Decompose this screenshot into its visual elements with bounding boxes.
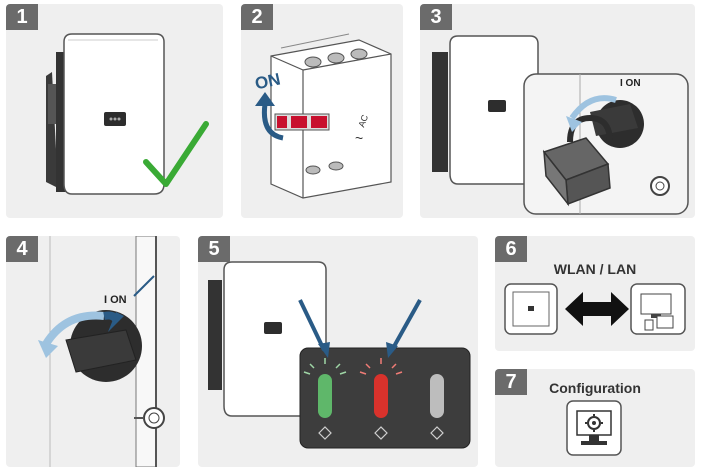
step-6-panel: WLAN / LAN 6 <box>495 236 695 351</box>
step-number: 7 <box>495 369 527 395</box>
step-number: 5 <box>198 236 230 262</box>
led-panel <box>299 347 471 449</box>
indicator-arrows <box>298 299 422 358</box>
step-number: 6 <box>495 236 527 262</box>
switch-detail-illustration <box>49 236 165 467</box>
step-3-panel: I ON 3 <box>420 4 695 218</box>
connection-illustration <box>504 283 686 335</box>
step-4-panel: I ON 4 <box>6 236 180 467</box>
ac-symbol: ~ <box>355 130 364 146</box>
inverter-illustration <box>432 35 539 185</box>
checkmark-icon <box>143 121 209 187</box>
step-6-title: WLAN / LAN <box>553 261 637 277</box>
step-number: 4 <box>6 236 38 262</box>
step-7-title: Configuration <box>549 380 641 396</box>
switch-on-label: I ON <box>104 294 127 306</box>
switch-on-label: I ON <box>620 78 641 89</box>
gear-monitor-icon <box>566 400 622 456</box>
rotate-arrow-icon <box>38 311 124 358</box>
step-2-panel: ON AC ~ 2 <box>241 4 403 218</box>
ac-breaker-illustration <box>255 33 392 199</box>
step-7-panel: Configuration 7 <box>495 369 695 467</box>
step-number: 2 <box>241 4 273 30</box>
padlock-icon <box>542 114 613 207</box>
rotate-arrow-icon <box>566 95 617 132</box>
step-5-panel: 5 <box>198 236 478 467</box>
step-number: 1 <box>6 4 38 30</box>
double-arrow-icon <box>565 292 629 326</box>
step-1-panel: 1 <box>6 4 223 218</box>
step-number: 3 <box>420 4 452 30</box>
